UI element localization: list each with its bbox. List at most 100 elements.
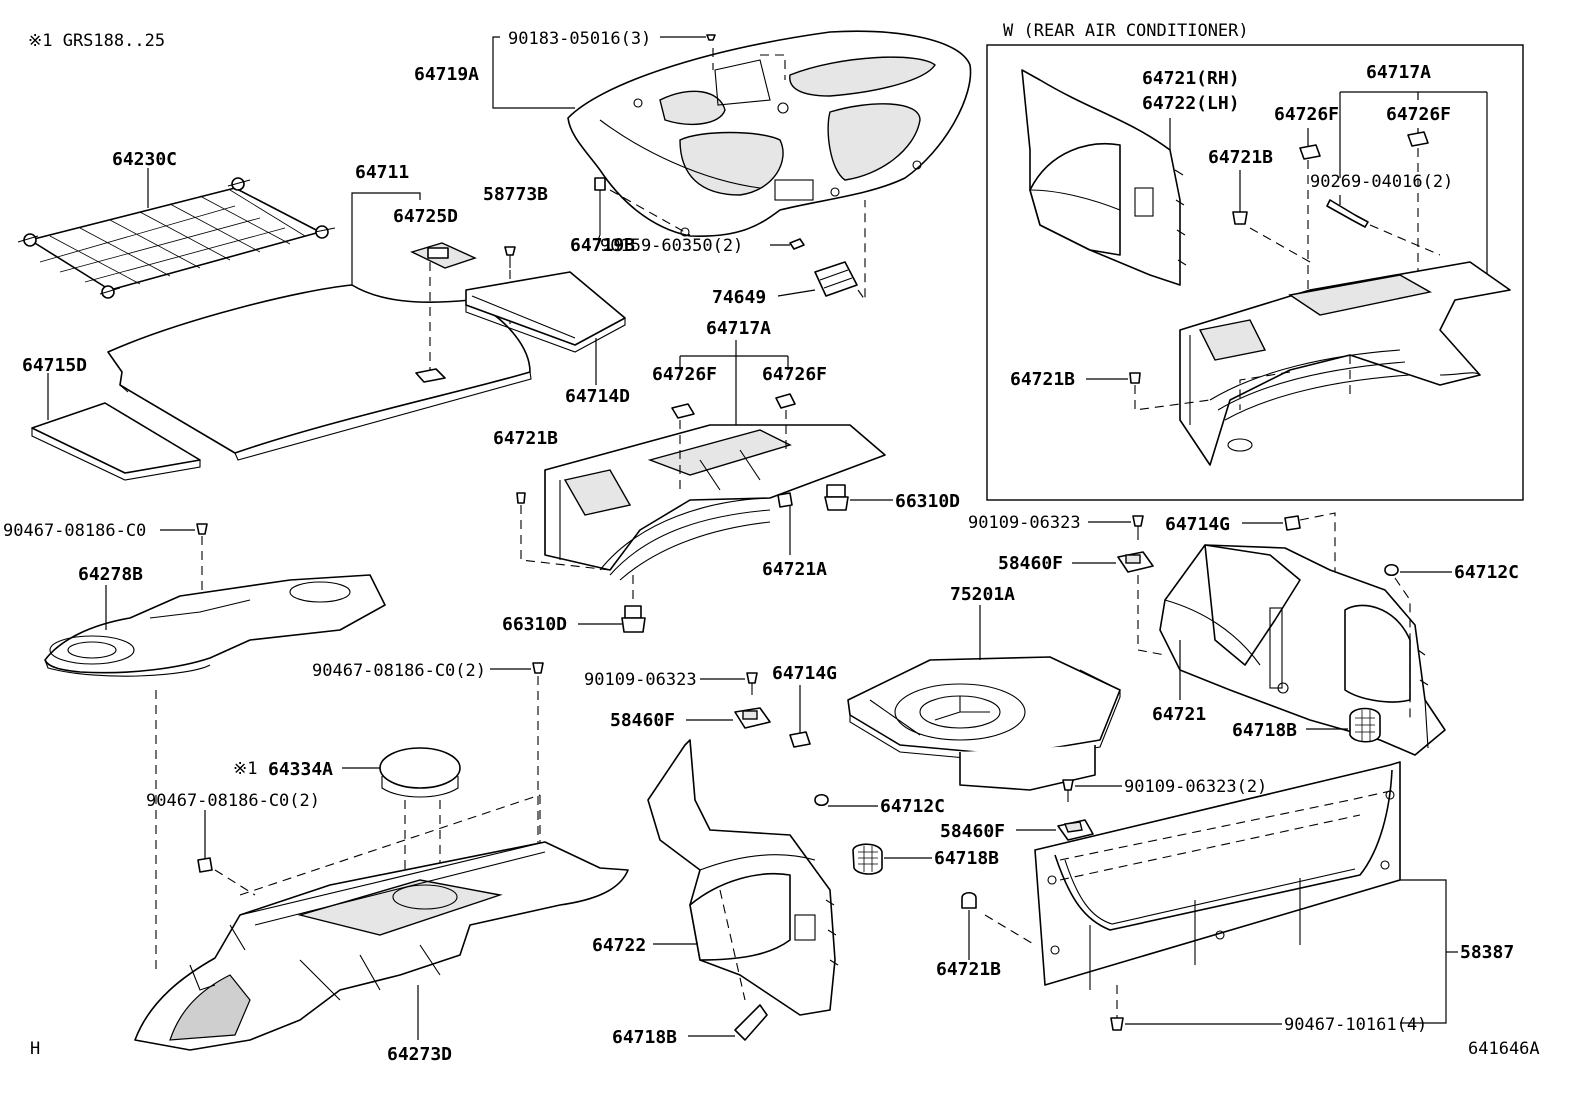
inset-side-trim [1021,69,1187,286]
rivet-w-90269 [1326,199,1369,228]
screw-90109-2 [1062,779,1074,791]
side-trim-64721 [1159,544,1446,756]
label-64714G-m: 64714G [772,663,837,684]
label-64278B: 64278B [78,564,143,585]
screw-90109-r [1132,515,1144,527]
label-64718B-r: 64718B [1232,720,1297,741]
label-64721: 64721 [1152,704,1206,725]
floor-cover-64278B [44,574,386,677]
dash-guide [1307,148,1419,315]
label-64726F-left: 64726F [652,364,717,385]
deck-board-64714D [465,271,626,353]
label-90183-05016: 90183-05016(3) [508,29,651,49]
cover-64718B-r [1349,707,1381,743]
label-90109-06323-m: 90109-06323 [584,670,697,690]
screw-90109-m [746,672,758,684]
label-90159-60350: 90159-60350(2) [600,236,743,256]
label-64717A-main: 64717A [706,318,771,339]
clip-58773B [504,246,516,268]
side-trim-64722 [647,739,839,1016]
clip-64714G-r [1284,515,1301,531]
label-74649: 74649 [712,287,766,308]
dash-guide [1369,224,1441,256]
label-90109-06323-2: 90109-06323(2) [1124,777,1267,797]
leader [1307,128,1419,148]
clip-90183 [706,34,716,41]
cap-64334A [379,747,461,798]
latch-74649 [814,261,858,297]
sill-plate-58387 [1034,761,1401,990]
label-64722: 64722 [592,935,646,956]
label-66310D-right: 66310D [895,491,960,512]
label-64230C: 64230C [112,149,177,170]
dash-guide [609,189,691,236]
label-64712C-r: 64712C [1454,562,1519,583]
dash-guide [1239,355,1351,410]
leader [492,36,500,73]
label-64273D: 64273D [387,1044,452,1065]
clip-64712C-m [814,793,829,807]
label-64718B-m: 64718B [934,848,999,869]
screw-90159 [789,238,805,250]
clip-w-64726F-right [1407,131,1429,147]
dash-guide [1137,575,1166,656]
inset-frame [986,44,1524,501]
label-58460F-m: 58460F [610,710,675,731]
leader [1339,91,1488,285]
spare-tray-75201A [847,656,1121,791]
label-90467-08186-a: 90467-08186-C0 [3,521,146,541]
clip-64721B-b [961,891,977,909]
screw-90467-c [197,857,213,873]
fastener-base [415,368,446,383]
label-64721A: 64721A [762,559,827,580]
label-90467-08186-c: 90467-08186-C0(2) [146,791,320,811]
screw-90467-a [196,523,208,535]
leader [1400,879,1447,1024]
clip-66310D-bottom [621,605,646,633]
label-64721B-b: 64721B [936,959,1001,980]
label-90467-10161: 90467-10161(4) [1284,1015,1427,1035]
retainer-58460F-m [734,707,771,729]
clip-64721B [516,492,526,504]
dash-guide [719,889,746,1001]
leader [679,340,789,425]
clip-64719B [594,177,606,241]
screw-90467-b [532,662,544,674]
label-64721B-main: 64721B [493,428,558,449]
cover-64718B-b [734,1004,768,1041]
label-w-64726F-right: 64726F [1386,104,1451,125]
corner-code: H [30,1039,40,1059]
label-64712C-m: 64712C [880,796,945,817]
clip-w-64726F-left [1299,144,1321,160]
dash-guide [1134,385,1211,411]
label-64715D: 64715D [22,355,87,376]
label-64726F-right: 64726F [762,364,827,385]
label-64714G-r: 64714G [1165,514,1230,535]
ref-mark-64334A: ※1 [233,759,257,779]
variant-note: ※1 GRS188..25 [28,31,165,51]
dash-guide [520,505,611,571]
clip-64712C-r [1384,563,1399,577]
label-90467-08186-b: 90467-08186-C0(2) [312,661,486,681]
clip-64726F-right [775,393,796,409]
label-64718B-b: 64718B [612,1027,677,1048]
trunk-lid-trim-64719A [567,30,972,237]
clip-90467-10161 [1110,1017,1124,1031]
clip-64714G-m [789,731,811,748]
clip-64721A [777,492,793,508]
label-w-64717A: 64717A [1366,62,1431,83]
clip-w-64721B-top [1232,211,1248,225]
dash-guide [984,789,1396,946]
inset-tray-64717A [1179,261,1511,466]
cargo-net-64230C [17,177,336,299]
clip-64726F-left [671,403,695,419]
clip-w-64721B-bottom [1129,372,1141,384]
leader [351,192,421,285]
dash-guide [712,48,786,80]
dash-guide [214,869,256,896]
label-58387: 58387 [1460,942,1514,963]
diagram-id: 641646A [1468,1039,1540,1059]
dash-guide [679,410,787,495]
dash-guide [1249,227,1311,263]
